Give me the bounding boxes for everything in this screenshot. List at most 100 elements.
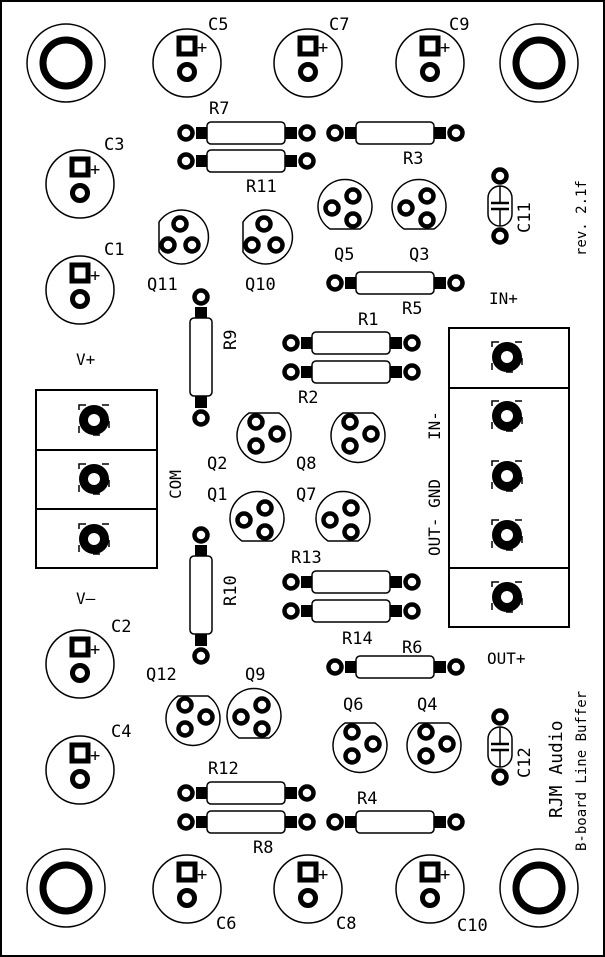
label-r2: R2 <box>298 388 318 408</box>
resistor-r13 <box>285 570 419 594</box>
power-terminal-block <box>35 389 158 569</box>
label-r8: R8 <box>253 838 273 858</box>
mounting-hole-bottom-right <box>500 849 578 927</box>
transistor-q9 <box>227 689 281 738</box>
mounting-hole-top-right <box>500 24 578 102</box>
resistor-r8 <box>180 810 314 834</box>
resistor-r4 <box>329 810 463 834</box>
label-vminus: V– <box>76 589 96 608</box>
transistor-q11 <box>159 210 208 264</box>
label-r12: R12 <box>208 759 239 779</box>
label-r14: R14 <box>342 629 373 649</box>
label-q3: Q3 <box>409 245 429 265</box>
svg-text:+: + <box>197 865 207 885</box>
resistor-r1 <box>285 331 419 355</box>
label-out-gnd: OUT- GND <box>425 479 444 556</box>
label-r9: R9 <box>221 330 241 350</box>
label-c3: C3 <box>104 135 124 155</box>
capacitor-c12 <box>487 711 513 784</box>
label-c1: C1 <box>104 240 124 260</box>
transistor-q4 <box>407 723 461 772</box>
label-c12: C12 <box>515 747 535 778</box>
label-q2: Q2 <box>207 454 227 474</box>
label-r3: R3 <box>403 149 423 169</box>
label-in-plus: IN+ <box>489 289 518 308</box>
transistor-q8 <box>331 413 385 462</box>
svg-text:+: + <box>90 640 100 660</box>
svg-text:+: + <box>440 865 450 885</box>
transistor-q12 <box>166 696 220 745</box>
label-q4: Q4 <box>417 695 437 715</box>
label-r6: R6 <box>402 638 422 658</box>
resistor-r14 <box>285 599 419 623</box>
label-c5: C5 <box>208 15 228 35</box>
label-c10: C10 <box>457 916 488 936</box>
label-r13: R13 <box>291 548 322 568</box>
label-c11: C11 <box>515 202 535 233</box>
label-c9: C9 <box>449 15 469 35</box>
svg-text:+: + <box>90 746 100 766</box>
capacitor-c5 <box>153 29 221 97</box>
svg-text:+: + <box>318 38 328 58</box>
label-vplus: V+ <box>76 350 95 369</box>
transistor-q3 <box>392 180 446 229</box>
capacitor-c4 <box>46 736 114 804</box>
mounting-hole-bottom-left <box>27 849 105 927</box>
svg-text:+: + <box>90 266 100 286</box>
label-q1: Q1 <box>207 485 227 505</box>
transistor-q10 <box>243 210 292 264</box>
label-c6: C6 <box>216 914 236 934</box>
capacitor-c8 <box>274 855 342 923</box>
svg-text:+: + <box>318 865 328 885</box>
resistor-r5 <box>329 271 463 295</box>
transistor-q5 <box>318 180 372 229</box>
transistor-q2 <box>237 413 291 462</box>
resistor-r2 <box>285 360 419 384</box>
capacitor-c1 <box>46 256 114 324</box>
transistor-q7 <box>316 492 370 541</box>
label-r11: R11 <box>246 177 277 197</box>
label-c4: C4 <box>111 722 131 742</box>
resistor-r12 <box>180 781 314 805</box>
capacitor-c9 <box>396 29 464 97</box>
label-q12: Q12 <box>146 665 177 685</box>
label-c7: C7 <box>329 15 349 35</box>
svg-text:+: + <box>440 38 450 58</box>
capacitor-c11 <box>487 170 513 243</box>
label-r5: R5 <box>402 299 422 319</box>
label-q10: Q10 <box>245 275 276 295</box>
label-com: COM <box>166 470 185 499</box>
capacitor-c2 <box>46 630 114 698</box>
label-q11: Q11 <box>147 275 178 295</box>
label-q8: Q8 <box>296 454 316 474</box>
label-q9: Q9 <box>245 665 265 685</box>
capacitor-c3 <box>46 150 114 218</box>
capacitor-c6 <box>153 855 221 923</box>
polarity-marks: + + + + + + + + + + <box>90 38 450 885</box>
label-r4: R4 <box>357 789 377 809</box>
mounting-hole-top-left <box>27 24 105 102</box>
resistor-r3 <box>329 121 463 145</box>
transistor-q1 <box>230 492 284 541</box>
label-r7: R7 <box>209 99 229 119</box>
label-q6: Q6 <box>343 695 363 715</box>
product-label: B-board Line Buffer <box>574 691 590 851</box>
capacitor-c10 <box>396 855 464 923</box>
resistor-r11 <box>180 149 314 173</box>
label-out-plus: OUT+ <box>487 649 526 668</box>
label-c2: C2 <box>111 617 131 637</box>
transistor-q6 <box>333 723 387 772</box>
capacitor-c7 <box>274 29 342 97</box>
revision-label: rev. 2.1f <box>574 180 590 256</box>
label-c8: C8 <box>336 914 356 934</box>
label-in-minus: IN- <box>425 411 444 440</box>
label-r10: R10 <box>221 575 241 606</box>
signal-terminal-block <box>448 327 570 628</box>
resistor-r6 <box>329 655 463 679</box>
resistor-r10 <box>189 529 213 663</box>
svg-text:+: + <box>90 160 100 180</box>
label-r1: R1 <box>358 310 378 330</box>
brand-label: RJM Audio <box>546 720 567 818</box>
resistor-r7 <box>180 121 314 145</box>
